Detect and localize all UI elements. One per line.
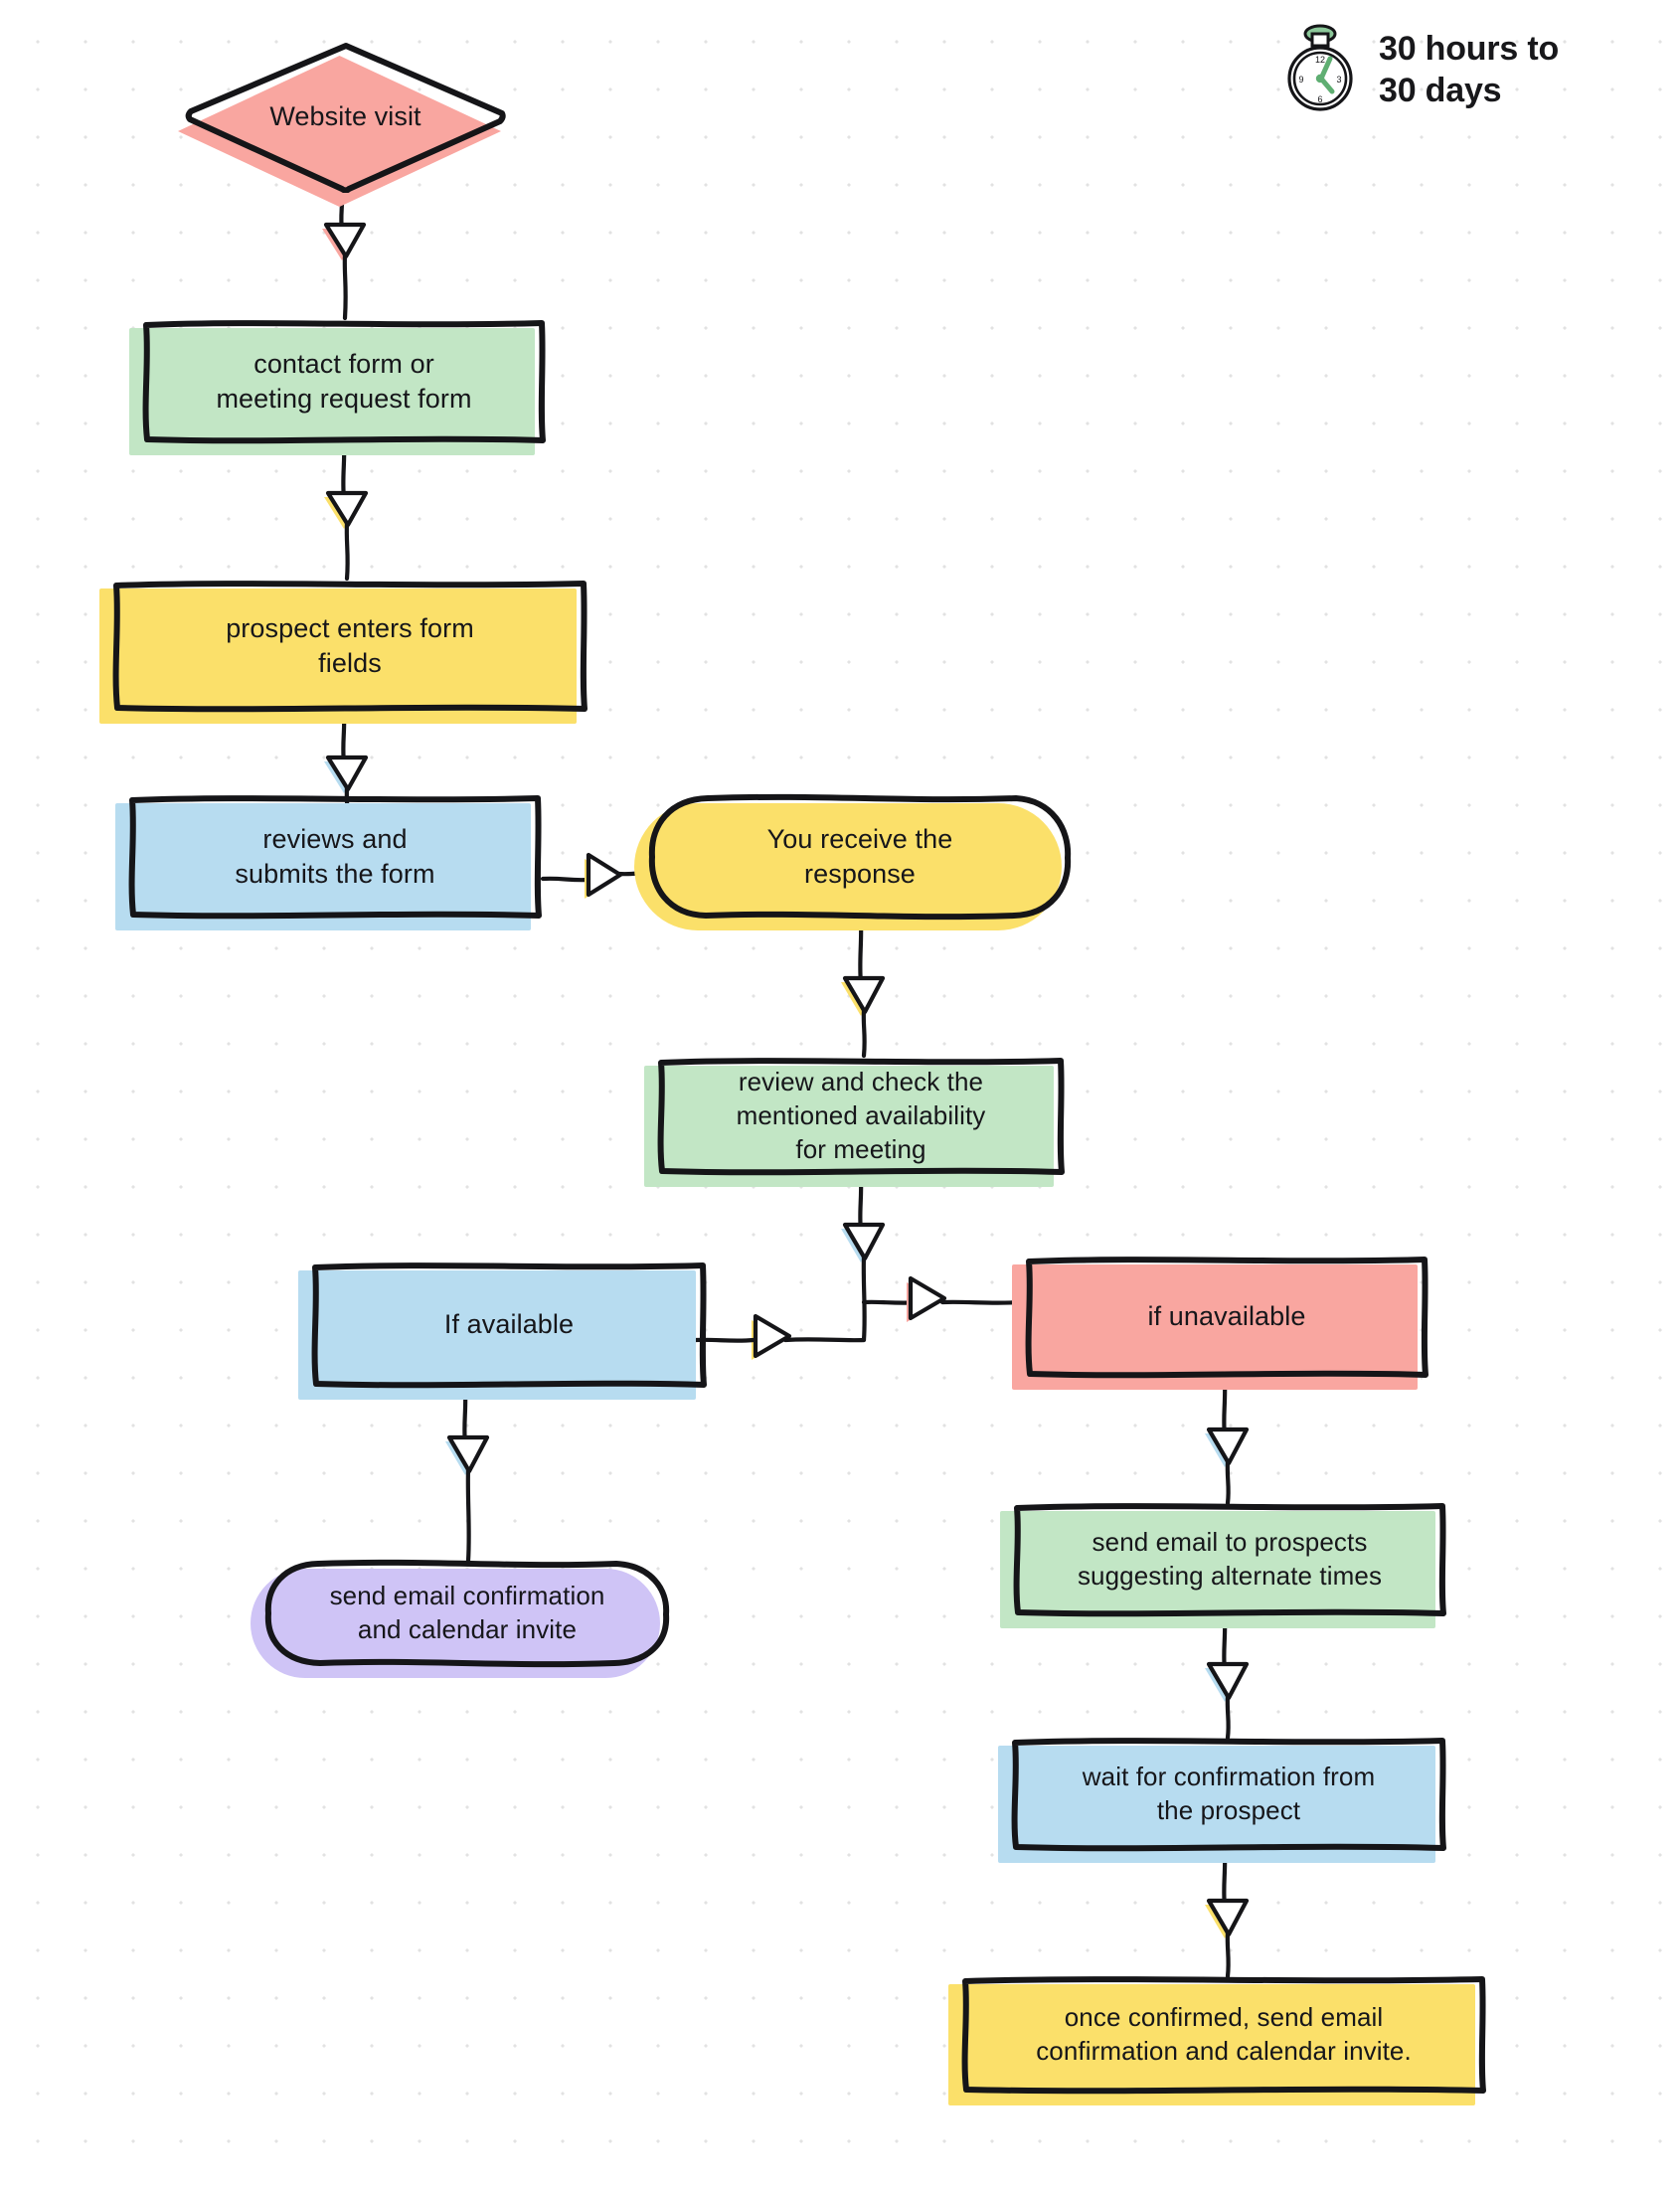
node-fill — [251, 1569, 660, 1678]
node-outline — [648, 793, 1072, 921]
svg-text:3: 3 — [1336, 75, 1341, 84]
node-if-unavailable[interactable]: if unavailable — [1012, 1255, 1429, 1390]
node-fill — [99, 588, 577, 724]
duration-badge-text: 30 hours to 30 days — [1379, 29, 1559, 111]
svg-text:6: 6 — [1317, 94, 1322, 104]
node-outline — [112, 581, 588, 713]
node-outline — [1013, 1503, 1446, 1617]
node-outline — [128, 795, 542, 920]
duration-badge: 12 3 6 9 30 hours to 30 days — [1277, 22, 1559, 118]
node-outline — [185, 43, 506, 193]
node-label: If available — [443, 1309, 575, 1340]
node-fill — [298, 1270, 696, 1400]
node-website-visit[interactable]: Website visit — [178, 42, 507, 207]
node-outline — [657, 1058, 1065, 1176]
svg-text:12: 12 — [1315, 55, 1325, 65]
node-fill — [644, 1066, 1054, 1187]
svg-text:9: 9 — [1298, 75, 1303, 84]
node-fill — [115, 803, 531, 930]
node-label: Website visit — [269, 101, 421, 132]
duration-line-1: 30 hours to — [1379, 30, 1560, 69]
node-outline — [264, 1559, 670, 1668]
node-outline — [311, 1262, 707, 1389]
node-label: if unavailable — [1147, 1301, 1306, 1332]
node-outline — [1011, 1738, 1446, 1852]
stopwatch-icon: 12 3 6 9 — [1277, 22, 1363, 118]
node-fill — [1000, 1511, 1435, 1628]
node-fill — [948, 1984, 1475, 2105]
node-fill — [1012, 1264, 1418, 1390]
node-if-available[interactable]: If available — [298, 1261, 708, 1400]
node-outline — [961, 1976, 1486, 2095]
node-outline — [142, 320, 546, 444]
node-fill — [129, 328, 535, 455]
node-fill — [634, 803, 1062, 930]
node-outline — [1025, 1257, 1428, 1379]
node-fill — [998, 1746, 1435, 1863]
duration-line-2: 30 days — [1379, 71, 1502, 109]
